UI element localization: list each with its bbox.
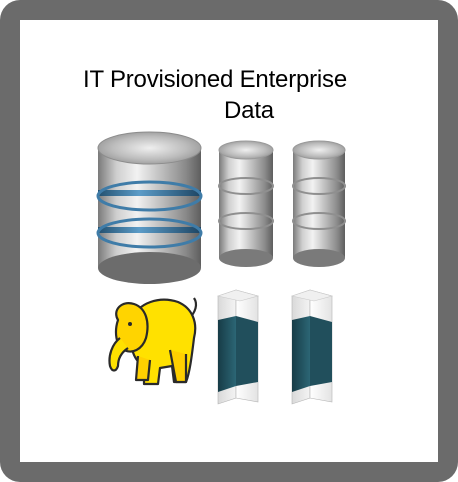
large-database-icon <box>96 131 203 284</box>
software-box-icon-1 <box>216 289 260 405</box>
title-line-2: Data <box>224 97 274 124</box>
title-line-1: IT Provisioned Enterprise <box>82 66 348 93</box>
hadoop-elephant-icon <box>108 297 198 386</box>
panel-content: IT Provisioned Enterprise Data <box>20 20 438 462</box>
small-database-icon-1 <box>218 140 274 267</box>
illustrations <box>96 131 346 405</box>
small-database-icon-2 <box>292 140 346 267</box>
panel-title: IT Provisioned Enterprise Data <box>20 64 438 126</box>
software-box-icon-2 <box>290 289 334 405</box>
